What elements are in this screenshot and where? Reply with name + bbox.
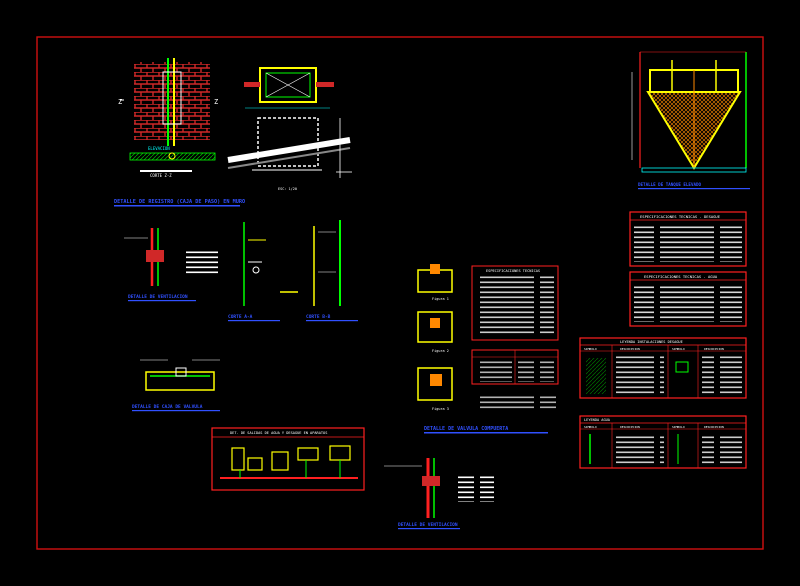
ventilation-left-detail: DETALLE DE VENTILACION [124, 228, 218, 302]
ventilation-right-detail: DETALLE DE VENTILACION [384, 458, 494, 530]
valve-specs-title: ESPECIFICACIONES TECNICAS [486, 269, 540, 273]
legend-water-title: LEYENDA AGUA [584, 418, 611, 422]
legend-drainage-header-2: DESCRIPCION [620, 347, 640, 351]
figure-3-label: Figura 3 [432, 407, 449, 411]
legend-water-header-2: DESCRIPCION [620, 425, 640, 429]
valve-specs-box: ESPECIFICACIONES TECNICAS [471, 265, 559, 410]
section-cut-label: CORTE Z-Z [150, 173, 172, 178]
drawing-frame [36, 36, 764, 550]
section-b-title: CORTE B-B [306, 314, 331, 320]
valve-box-title: DETALLE DE CAJA DE VALVULA [132, 404, 203, 410]
legend-water-table: LEYENDA AGUA SIMBOLO DESCRIPCION SIMBOLO… [579, 415, 747, 469]
section-b-detail: CORTE B-B [306, 220, 358, 322]
legend-drainage-table: LEYENDA INSTALACIONES DESAGUE SIMBOLO DE… [579, 337, 747, 399]
specs-water-box: ESPECIFICACIONES TECNICAS - AGUA [629, 271, 747, 327]
section-a-title: CORTE A-A [228, 314, 253, 320]
legend-drainage-title: LEYENDA INSTALACIONES DESAGUE [620, 340, 683, 344]
elevation-label: ELEVACION [148, 146, 170, 151]
legend-water-header-4: DESCRIPCION [704, 425, 724, 429]
scale-box: ESC: 1/20 [278, 187, 297, 191]
legend-drainage-header-1: SIMBOLO [584, 347, 597, 351]
sanitary-fixtures-title: DET. DE SALIDAS DE AGUA Y DESAGUE EN APA… [230, 431, 327, 435]
tank-detail: DETALLE DE TANQUE ELEVADO [631, 51, 750, 190]
specs-drainage-box: ESPECIFICACIONES TECNICAS - DESAGUE [629, 211, 747, 267]
box-detail: Z Z ELEVACION CORTE Z-Z ESC: 1/20 DETALL… [114, 58, 352, 207]
tank-detail-title: DETALLE DE TANQUE ELEVADO [638, 182, 702, 187]
legend-drainage-header-3: SIMBOLO [672, 347, 685, 351]
z-marker-left: Z [118, 98, 122, 106]
specs-drainage-title: ESPECIFICACIONES TECNICAS - DESAGUE [640, 214, 721, 219]
legend-water-header-1: SIMBOLO [584, 425, 597, 429]
ventilation-right-title: DETALLE DE VENTILACION [398, 522, 458, 528]
sanitary-fixtures-panel: DET. DE SALIDAS DE AGUA Y DESAGUE EN APA… [211, 427, 365, 491]
section-a-detail: CORTE A-A [228, 222, 298, 322]
valve-compuerta-title: DETALLE DE VALVULA COMPUERTA [424, 426, 508, 432]
z-marker-right: Z [214, 98, 218, 106]
specs-water-title: ESPECIFICACIONES TECNICAS - AGUA [644, 274, 718, 279]
legend-water-header-3: SIMBOLO [672, 425, 685, 429]
box-detail-title: DETALLE DE REGISTRO (CAJA DE PASO) EN MU… [114, 199, 245, 205]
figure-2-label: Figura 2 [432, 349, 449, 353]
ventilation-left-title: DETALLE DE VENTILACION [128, 294, 188, 300]
valve-figures: Figura 1 Figura 2 Figura 3 [417, 264, 453, 411]
legend-drainage-header-4: DESCRIPCION [704, 347, 724, 351]
valve-box-detail: DETALLE DE CAJA DE VALVULA [132, 359, 220, 412]
figure-1-label: Figura 1 [432, 297, 449, 301]
